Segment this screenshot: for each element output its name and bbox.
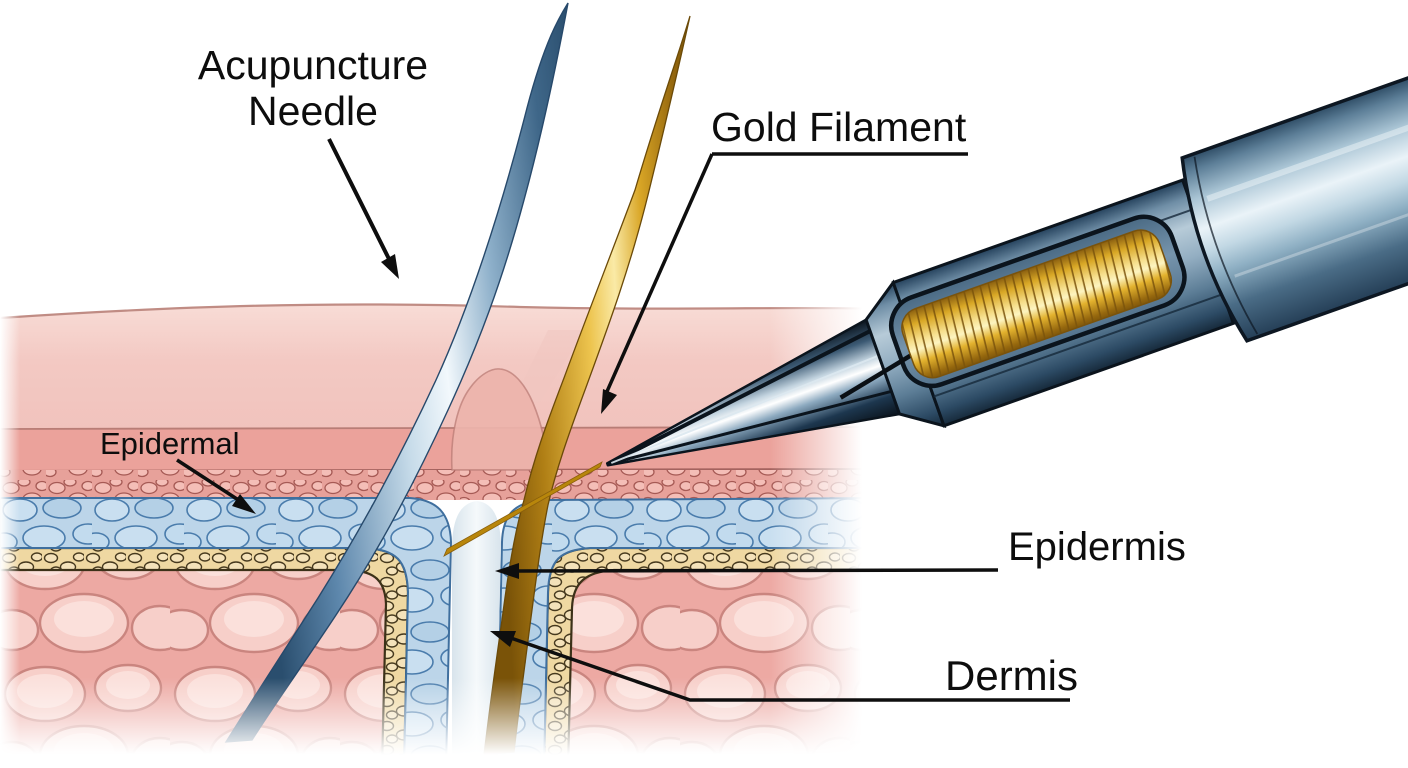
cone-highlight [610, 354, 880, 464]
device-barrel [1180, 59, 1408, 343]
gold-filament-arrow-line [603, 153, 714, 397]
gold-coil [901, 229, 1173, 379]
filament-core-wire [839, 349, 919, 400]
dermis-label: Dermis [945, 652, 1078, 699]
implanter-device-graphic [605, 59, 1408, 467]
barrel-lip-line [1193, 156, 1259, 335]
barrel-shine2 [1234, 181, 1408, 278]
acupuncture-needle-arrowhead [381, 254, 399, 279]
epidermis-arrow-line [514, 568, 999, 573]
fade-bottom [0, 678, 900, 768]
dermis-arrowhead [490, 631, 516, 647]
acupuncture-needle-arrow-line [327, 138, 392, 262]
skin-surface-layer [0, 304, 880, 429]
entry-mound [450, 368, 547, 471]
acupuncture-needle-label: Acupuncture Needle [197, 42, 429, 134]
barrel-shine [1206, 103, 1408, 202]
epidermal-arrow-line [176, 458, 241, 503]
epidermis-label: Epidermis [1008, 525, 1186, 569]
dermis-arrow-line [507, 635, 1070, 702]
epidermal-arrowhead [232, 494, 256, 514]
fade-left [0, 290, 20, 768]
hex-facet-line-bottom [933, 293, 1224, 398]
cone-edge-line2 [609, 389, 892, 466]
entry-mound-sheath [512, 330, 585, 404]
device-filament-thread [443, 461, 603, 557]
annotation-arrows [176, 138, 1070, 702]
gold-filament-arrowhead [601, 389, 617, 414]
epidermis-arrowhead [495, 563, 519, 579]
granular-layer [0, 470, 880, 500]
gold-filament-label: Gold Filament [711, 104, 967, 150]
cone-edge-line [608, 329, 872, 466]
epidermal-label: Epidermal [100, 426, 240, 461]
